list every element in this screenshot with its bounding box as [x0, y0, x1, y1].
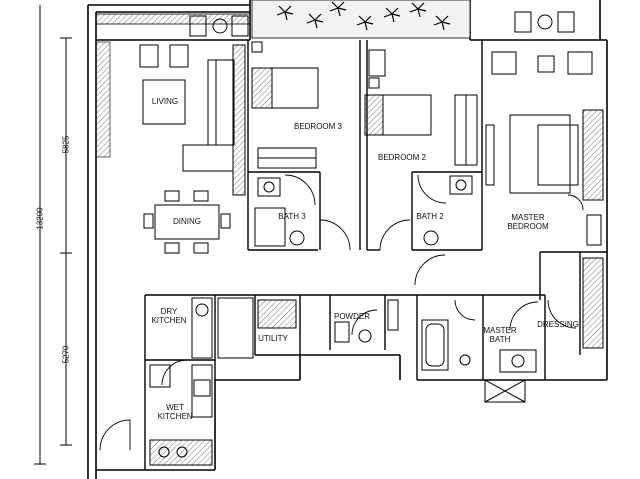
- room-label-utility: UTILITY: [258, 334, 288, 343]
- room-label-master-bedroom: MASTER BEDROOM: [507, 213, 549, 231]
- garden-planting: [251, 0, 471, 39]
- room-label-master-bath: MASTER BATH: [483, 326, 517, 344]
- room-label-bath3: BATH 3: [278, 212, 306, 221]
- room-label-dining: DINING: [173, 217, 201, 226]
- dimension-upper: 5825: [61, 135, 71, 154]
- planter-strip: [95, 13, 251, 25]
- room-label-bedroom2: BEDROOM 2: [377, 153, 426, 162]
- balcony-furniture-right: [514, 11, 575, 33]
- living-furniture: [139, 44, 246, 196]
- room-label-powder: POWDER: [334, 312, 370, 321]
- doors: [99, 174, 584, 451]
- powder-fixtures: [334, 299, 399, 343]
- room-label-living: LIVING: [151, 97, 179, 106]
- master-furniture: [485, 51, 604, 246]
- bath2-fixtures: [423, 175, 473, 246]
- room-label-bath2: BATH 2: [416, 212, 444, 221]
- interior-walls: [144, 40, 607, 470]
- balcony-furniture-left: [189, 15, 249, 37]
- dimension-lines: [34, 5, 72, 465]
- bedroom2-furniture: [364, 49, 478, 166]
- dining-table: [143, 190, 231, 254]
- bedroom3-furniture: [251, 41, 319, 169]
- dressing-fixtures: [582, 257, 604, 349]
- room-label-dressing: DRESSING: [537, 320, 579, 329]
- dimension-lower: 5270: [61, 345, 71, 364]
- master-bath-fixtures: [421, 319, 537, 403]
- utility-fixtures: [217, 297, 297, 359]
- room-label-wet-kitchen: WET KITCHEN: [157, 403, 193, 421]
- kitchen-fixtures: [149, 297, 213, 466]
- bath3-fixtures: [254, 177, 305, 247]
- dimension-total: 13200: [35, 207, 45, 230]
- left-planter: [95, 41, 111, 158]
- room-label-bedroom3: BEDROOM 3: [293, 122, 342, 131]
- room-label-dry-kitchen: DRY KITCHEN: [151, 307, 187, 325]
